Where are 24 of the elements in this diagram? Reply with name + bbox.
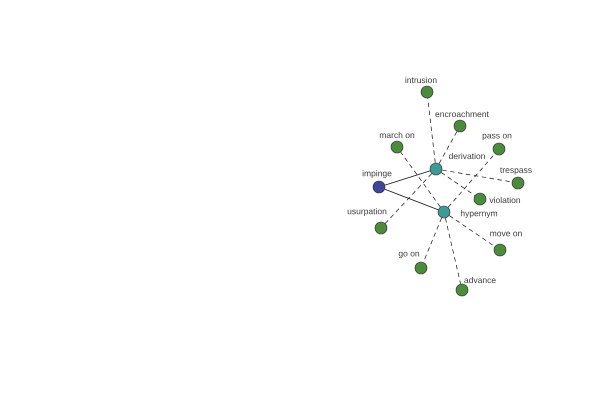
node-label: violation (489, 196, 520, 204)
link-line (384, 188, 439, 210)
node-label: go on (398, 252, 420, 258)
link-line (442, 170, 512, 182)
link-line (438, 131, 458, 164)
link-line (448, 215, 496, 247)
link-line (445, 218, 461, 284)
link-line (384, 173, 432, 224)
link-line (400, 152, 441, 208)
node-label: derivation (448, 152, 485, 160)
node-label: advance (464, 276, 496, 284)
link-line (440, 172, 476, 196)
node-label: trespass (500, 167, 532, 175)
node-label: pass on (482, 134, 512, 140)
node-label: usurpation (348, 208, 386, 216)
link-line (427, 98, 436, 164)
node-label: hypernym (460, 210, 498, 218)
link-line (384, 170, 430, 186)
node-label: march on (380, 132, 414, 138)
node-label: move on (490, 232, 522, 236)
node-label: intrusion (406, 76, 436, 84)
link-line (448, 153, 496, 208)
node-label: encroachment (435, 110, 489, 118)
node-label: impinge (362, 170, 392, 178)
